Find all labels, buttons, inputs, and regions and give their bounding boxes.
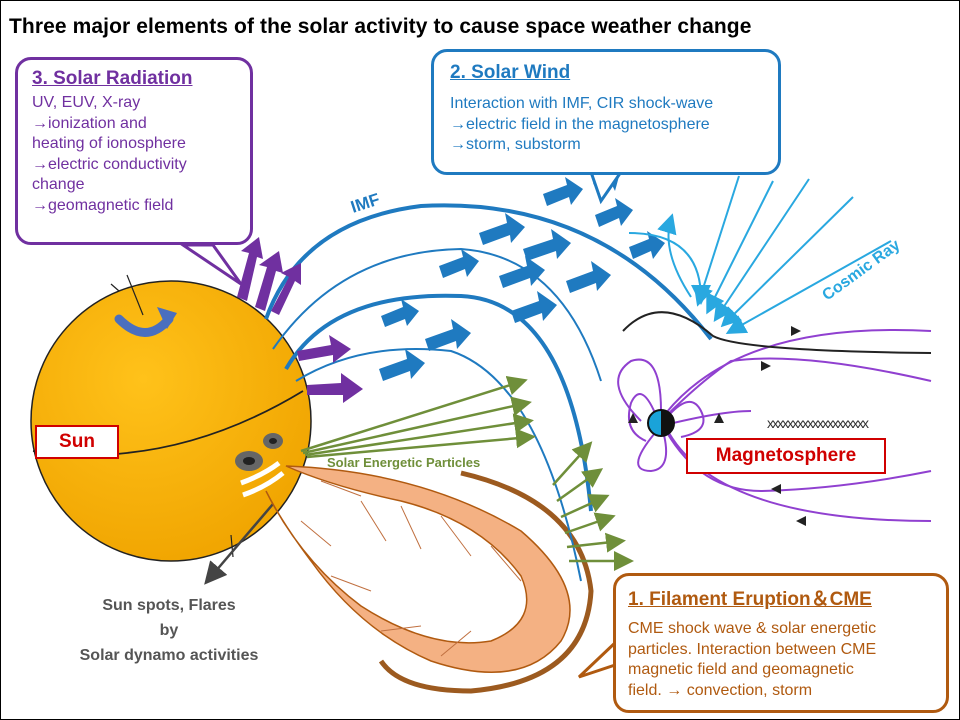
- sunspots-caption-line: Solar dynamo activities: [19, 643, 319, 668]
- filament-eruption-box: 1. Filament Eruption＆CME CME shock wave …: [613, 573, 949, 713]
- imf-label: IMF: [348, 190, 382, 217]
- earth-icon: [648, 410, 674, 436]
- solar-radiation-line: →ionization and: [32, 114, 250, 135]
- solar-radiation-line: →geomagnetic field: [32, 196, 250, 217]
- solar-radiation-line: UV, EUV, X-ray: [32, 93, 250, 114]
- solar-wind-heading: 2. Solar Wind: [450, 62, 778, 84]
- solar-wind-line: →storm, substorm: [450, 135, 778, 156]
- cosmic-ray-label: Cosmic Ray: [819, 237, 903, 305]
- sunspots-caption-line: Sun spots, Flares: [19, 593, 319, 618]
- magnetosphere-label: Magnetosphere: [686, 438, 886, 474]
- cosmic-ray-arrows: [629, 176, 891, 331]
- wind-callout-tail: [591, 172, 621, 201]
- solar-wind-box: 2. Solar Wind Interaction with IMF, CIR …: [431, 49, 781, 175]
- solar-wind-line: →electric field in the magnetosphere: [450, 115, 778, 136]
- solar-wind-line: Interaction with IMF, CIR shock-wave: [450, 94, 778, 115]
- solar-radiation-box: 3. Solar Radiation UV, EUV, X-ray →ioniz…: [15, 57, 253, 245]
- sep-label: Solar Energetic Particles: [327, 455, 480, 470]
- filament-eruption-line: field. → convection, storm: [628, 681, 946, 702]
- sun-label: Sun: [35, 425, 119, 459]
- filament-eruption-line: particles. Interaction between CME: [628, 640, 946, 661]
- sunspots-caption-line: by: [19, 618, 319, 643]
- radiation-callout-tail: [183, 245, 241, 284]
- filament-callout-tail: [579, 641, 617, 677]
- current-sheet-marks: xxxxxxxxxxxxxxxxxxxx: [767, 415, 869, 431]
- filament-eruption-line: CME shock wave & solar energetic: [628, 619, 946, 640]
- sep-arrows: [301, 381, 629, 561]
- magnetopause-line: [623, 312, 931, 353]
- sunspots-caption: Sun spots, Flares by Solar dynamo activi…: [19, 593, 319, 668]
- filament-eruption-heading: 1. Filament Eruption＆CME: [628, 584, 946, 611]
- solar-radiation-line: change: [32, 175, 250, 196]
- filament-eruption-line: magnetic field and geomagnetic: [628, 660, 946, 681]
- solar-radiation-line: →electric conductivity: [32, 155, 250, 176]
- solar-radiation-line: heating of ionosphere: [32, 134, 250, 155]
- solar-radiation-heading: 3. Solar Radiation: [32, 68, 250, 90]
- diagram-title: Three major elements of the solar activi…: [9, 15, 751, 39]
